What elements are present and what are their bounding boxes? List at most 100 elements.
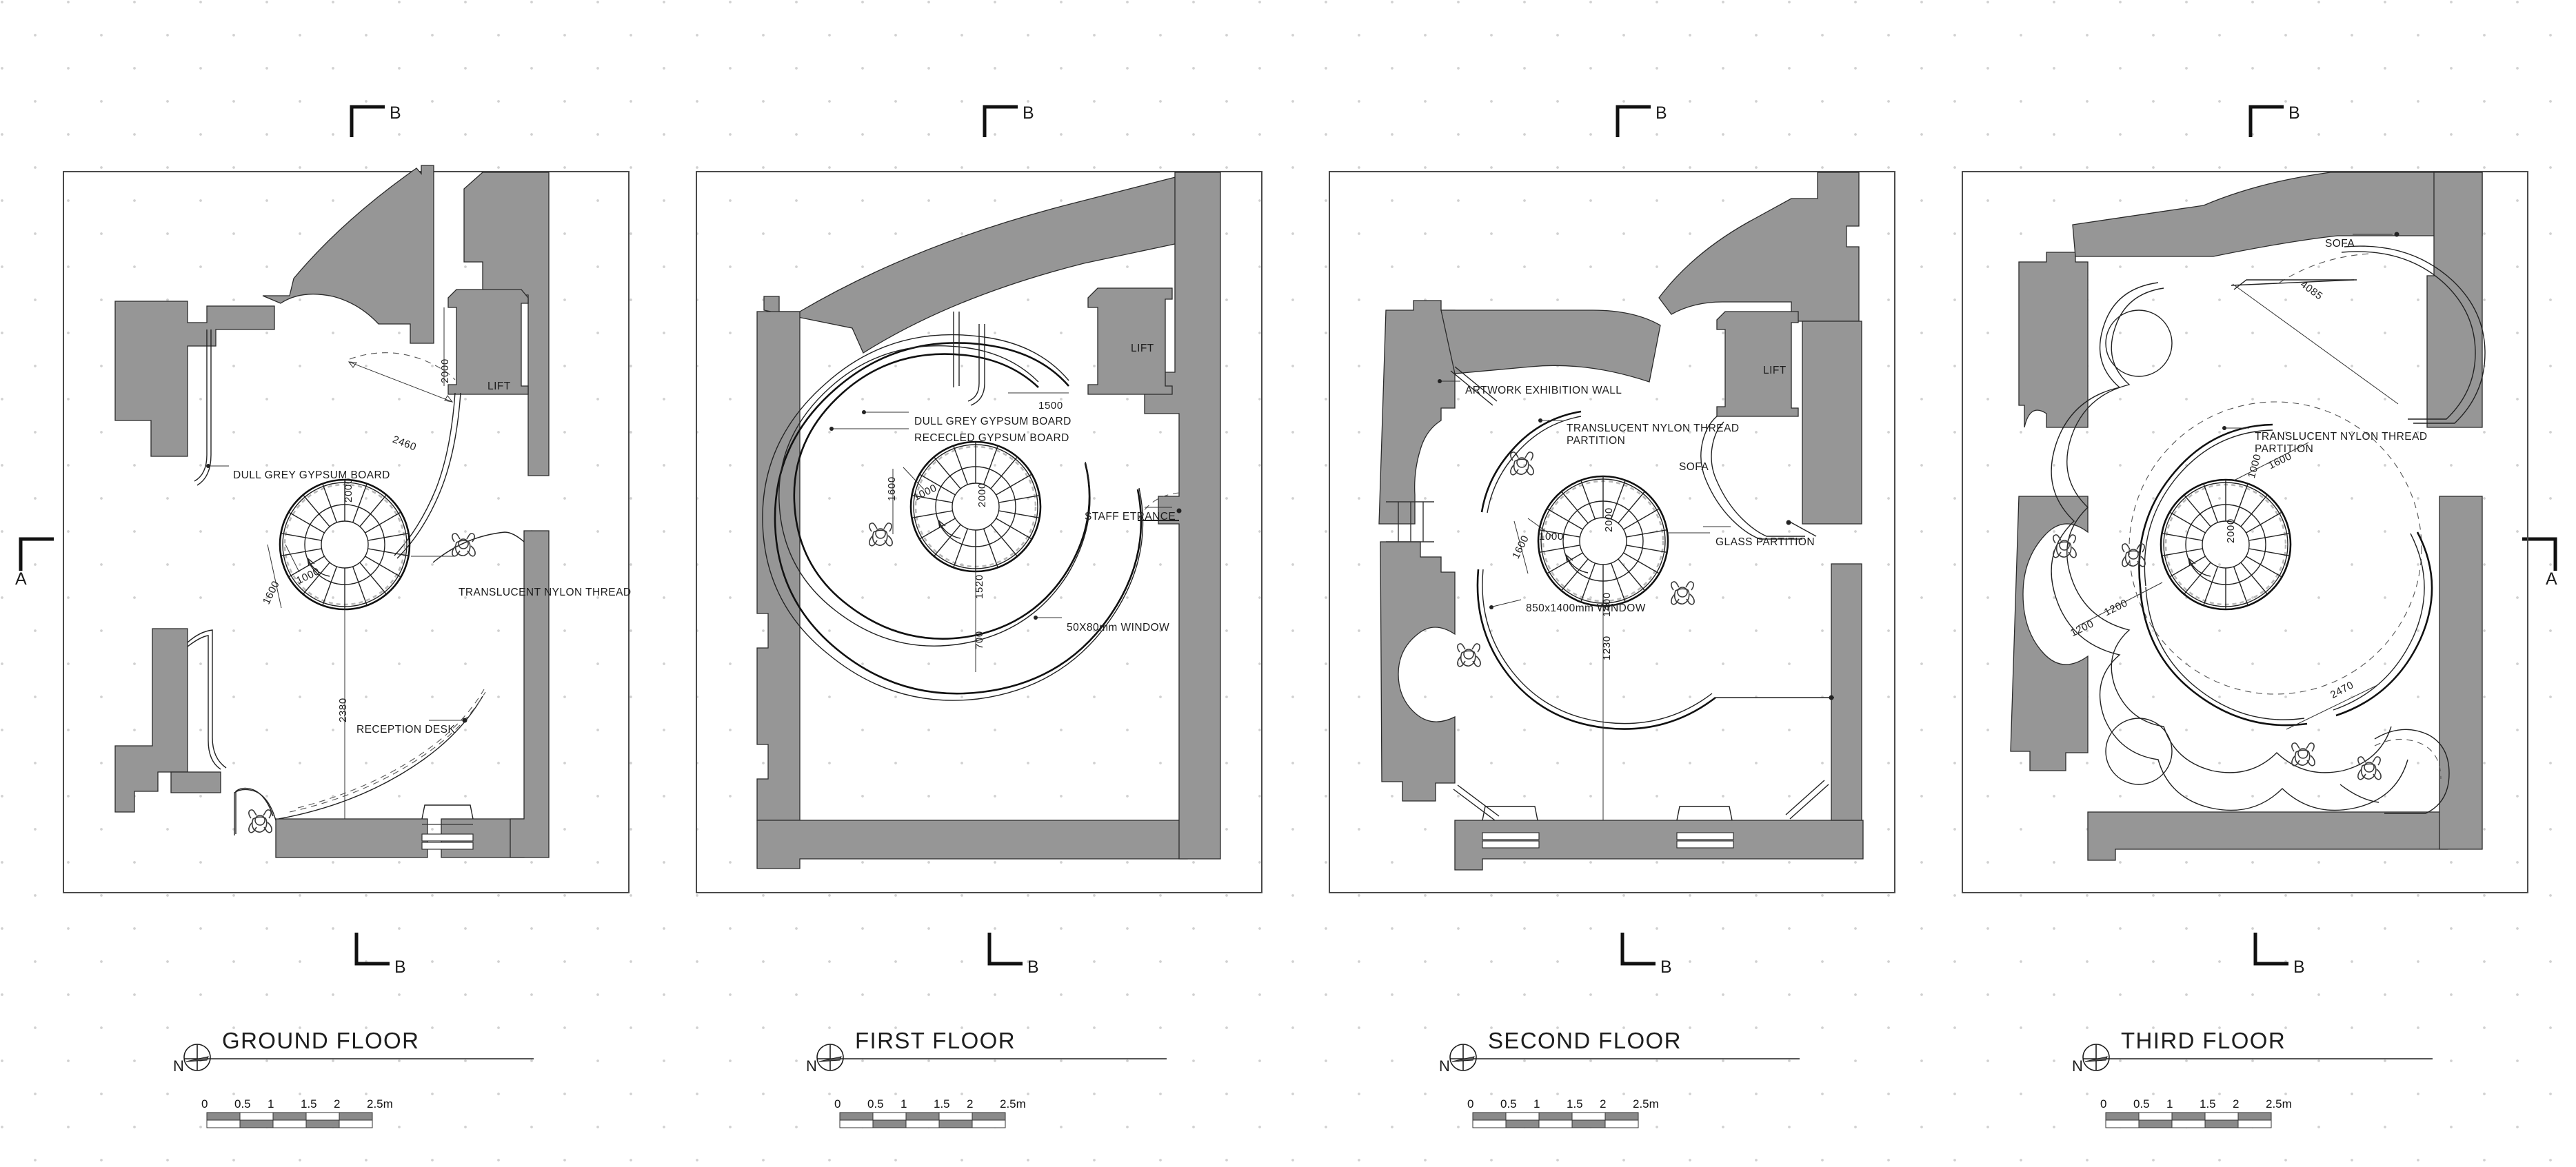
section-marker-b-bot-3 bbox=[1620, 933, 1656, 966]
plan-second-floor bbox=[1378, 172, 1864, 871]
dimension-dim-2000: 2000 bbox=[1603, 507, 1615, 532]
dimension-dim-2380: 2380 bbox=[337, 698, 349, 722]
scale-bar-segment bbox=[1472, 1119, 1507, 1128]
door-swing-arc-upper bbox=[349, 352, 456, 380]
annotation-dull-grey-gypsum-board: DULL GREY GYPSUM BOARD bbox=[914, 416, 1071, 427]
scale-tick-label: 2.5m bbox=[1000, 1097, 1026, 1110]
scale-tick-label: 0 bbox=[834, 1097, 841, 1110]
petal-partition-outer bbox=[2051, 282, 2408, 811]
reception-counter-dash bbox=[289, 691, 486, 813]
scale-bar-segment bbox=[1538, 1119, 1573, 1128]
section-label-a-right: A bbox=[2546, 569, 2558, 589]
staff-entrance-door bbox=[1137, 492, 1182, 521]
plan-frame-first bbox=[696, 171, 1262, 893]
scale-tick-label: 1.5 bbox=[2200, 1097, 2216, 1110]
scale-bar-segment bbox=[305, 1119, 340, 1128]
compass-icon bbox=[1449, 1044, 1477, 1071]
wall-left-lower bbox=[1380, 541, 1456, 802]
dim-1000-line bbox=[1527, 518, 1553, 537]
person-figure bbox=[452, 533, 476, 557]
dim-1600-line bbox=[267, 544, 282, 609]
scale-tick-label: 2 bbox=[967, 1097, 974, 1110]
section-marker-b-bot-4 bbox=[2253, 933, 2288, 966]
spiral-staircase-first bbox=[909, 440, 1042, 573]
person-figure bbox=[2053, 534, 2077, 558]
annotation-translucent-nylon-thread: TRANSLUCENT NYLON THREAD bbox=[459, 587, 632, 598]
annotation-artwork-exhibition-wall: ARTWORK EXHIBITION WALL bbox=[1465, 385, 1622, 396]
dimension-dim-1230: 1230 bbox=[1601, 636, 1613, 660]
scale-tick-label: 1.5 bbox=[934, 1097, 950, 1110]
plan-ground-floor bbox=[114, 165, 550, 858]
floor-title-first-floor: FIRST FLOOR bbox=[855, 1028, 1016, 1053]
partition-curve-right-2 bbox=[396, 392, 461, 559]
plan-frame-second bbox=[1329, 171, 1895, 893]
person-figure bbox=[2122, 543, 2146, 567]
section-marker-a-right bbox=[2522, 537, 2557, 571]
compass-icon bbox=[2082, 1044, 2110, 1071]
wall-right-lower bbox=[2439, 496, 2483, 850]
dimension-dim-2000: 2000 bbox=[2225, 518, 2237, 543]
nylon-partition-arc-1 bbox=[2138, 423, 2273, 588]
annotation-sofa: SOFA bbox=[2325, 238, 2355, 250]
dimension-dim-2000-lift: 2000 bbox=[439, 358, 451, 383]
scale-bar-segment bbox=[938, 1119, 973, 1128]
petal-partition-outer-2 bbox=[2066, 287, 2392, 773]
reception-counter-dash2 bbox=[297, 689, 485, 809]
dimension-dim-1400: 1400 bbox=[1601, 592, 1613, 617]
plan-frame-ground bbox=[63, 171, 630, 893]
scale-bar bbox=[1472, 1112, 1639, 1128]
section-marker-b-top-2 bbox=[983, 105, 1018, 137]
scale-tick-label: 0 bbox=[1467, 1097, 1474, 1110]
corridor-edge3 bbox=[967, 324, 980, 402]
north-label: N bbox=[1439, 1057, 1450, 1075]
scale-tick-label: 0.5 bbox=[2133, 1097, 2150, 1110]
wall-edge-ul2 bbox=[197, 329, 212, 486]
nylon-partition-arc-bottom bbox=[1476, 569, 1716, 730]
arrowhead-2460b bbox=[444, 395, 454, 403]
scale-tick-label: 1.5 bbox=[1567, 1097, 1583, 1110]
annotation-translucent-nylon-thread-partition-2: PARTITION bbox=[2255, 443, 2314, 455]
scale-bar-segment bbox=[872, 1119, 907, 1128]
dim-1000-line bbox=[903, 467, 925, 490]
scale-bar-segment bbox=[1604, 1119, 1639, 1128]
person-figure bbox=[2357, 756, 2382, 780]
spiral-wall-inner-2 bbox=[778, 345, 1091, 647]
spiral-staircase-third bbox=[2160, 478, 2292, 611]
wall-top-left-angled bbox=[1440, 309, 1661, 383]
angled-wall-bl bbox=[1453, 789, 1496, 821]
scale-tick-label: 0.5 bbox=[234, 1097, 251, 1110]
scale-tick-label: 0.5 bbox=[1500, 1097, 1517, 1110]
dimension-dim-1600: 1600 bbox=[886, 476, 898, 501]
wall-bottom bbox=[2087, 811, 2448, 861]
dimension-dim-1520: 1520 bbox=[974, 574, 985, 599]
wall-edge-ul bbox=[194, 329, 208, 482]
annotation-window-50x80: 50X80mm WINDOW bbox=[1067, 622, 1170, 633]
floor-title-second-floor: SECOND FLOOR bbox=[1488, 1028, 1682, 1053]
wall-right-column bbox=[463, 172, 550, 476]
wall-top-right-curved bbox=[1658, 172, 1860, 322]
corridor-edge4 bbox=[970, 324, 985, 406]
annotation-glass-partition: GLASS PARTITION bbox=[1715, 536, 1815, 548]
scale-bar-segment bbox=[2105, 1119, 2140, 1128]
nylon-partition-arc-2 bbox=[2139, 587, 2308, 727]
nylon-partition-arc-bottom-2 bbox=[1482, 569, 1713, 724]
scale-bar-segment bbox=[972, 1119, 1006, 1128]
nook-circle-bl bbox=[2105, 718, 2173, 785]
scale-tick-label: 2 bbox=[1600, 1097, 1607, 1110]
annotation-lift: LIFT bbox=[1763, 365, 1787, 376]
scale-bar-segment bbox=[2204, 1119, 2239, 1128]
section-label-b-bot-3: B bbox=[1660, 957, 1673, 977]
annotation-dull-grey-gypsum-board: DULL GREY GYPSUM BOARD bbox=[233, 469, 390, 481]
plan-frame-third bbox=[1962, 171, 2528, 893]
compass-and-rule bbox=[183, 1044, 534, 1071]
leader-dot-gypsum bbox=[206, 464, 210, 468]
section-label-b-top-4: B bbox=[2288, 103, 2301, 123]
section-label-b-top-2: B bbox=[1023, 103, 1035, 123]
scale-bar-segment bbox=[839, 1119, 874, 1128]
reception-step bbox=[421, 804, 474, 850]
scale-bar-segment bbox=[2237, 1119, 2272, 1128]
dim-1000-line bbox=[285, 544, 300, 573]
